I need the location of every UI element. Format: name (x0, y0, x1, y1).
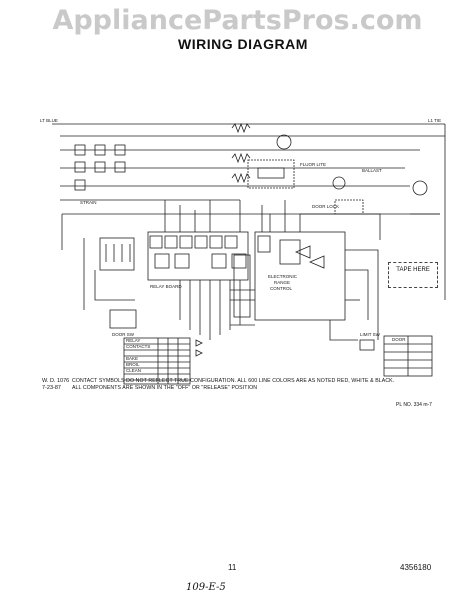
wiring-diagram-code: W. D. 1076 7-23-87 (42, 378, 69, 392)
svg-text:BALLAST: BALLAST (362, 168, 382, 173)
switch-2 (94, 144, 106, 156)
limit-switch (359, 339, 375, 351)
svg-text:RELAY: RELAY (126, 338, 140, 343)
door-switch (109, 309, 137, 329)
svg-text:CONTROL: CONTROL (270, 286, 292, 291)
wd-date: 7-23-87 (42, 385, 61, 391)
svg-text:CLEAN: CLEAN (126, 368, 141, 373)
svg-text:DOOR SW: DOOR SW (112, 332, 135, 337)
selector-switch (99, 237, 135, 271)
page-title: WIRING DIAGRAM (178, 36, 308, 52)
svg-text:RANGE: RANGE (274, 280, 290, 285)
fluorescent-light (247, 159, 295, 189)
svg-text:BAKE: BAKE (126, 356, 138, 361)
broil-element (231, 152, 251, 164)
handwritten-annotation: 109-E-5 (186, 582, 226, 593)
svg-text:STRAIN: STRAIN (80, 200, 97, 205)
svg-text:LIMIT SW: LIMIT SW (360, 332, 381, 337)
light-bulb (332, 176, 346, 190)
bake-element (231, 122, 251, 134)
watermark-logo: AppliancePartsPros.com (52, 5, 423, 36)
relay-contacts-table (123, 337, 191, 385)
svg-text:LT BLUE: LT BLUE (40, 118, 58, 123)
door-lock (334, 199, 364, 215)
svg-text:L1 TIE: L1 TIE (428, 118, 441, 123)
switch-3 (114, 144, 126, 156)
part-number: 4356180 (400, 563, 432, 572)
relay-board (147, 231, 249, 281)
svg-text:CONTACTS: CONTACTS (126, 344, 150, 349)
switch-1 (74, 144, 86, 156)
fan-motor (276, 134, 292, 150)
svg-text:RELAY BOARD: RELAY BOARD (150, 284, 182, 289)
pl-number: PL NO. 334 m-7 (396, 402, 432, 408)
svg-text:DOOR LOCK: DOOR LOCK (312, 204, 339, 209)
convection-motor (412, 180, 428, 196)
svg-text:ELECTRONIC: ELECTRONIC (268, 274, 298, 279)
oven-light-element (231, 172, 251, 184)
tape-here-box: TAPE HERE (388, 262, 438, 288)
svg-text:BROIL: BROIL (126, 362, 140, 367)
wd-code: W. D. 1076 (42, 378, 70, 384)
diagram-note: Contact symbols do not reflect true conf… (72, 378, 395, 391)
svg-text:DOOR: DOOR (392, 337, 406, 342)
page-number: 11 (228, 563, 237, 572)
svg-text:FLUOR LITE: FLUOR LITE (300, 162, 326, 167)
connector-block (233, 254, 251, 318)
